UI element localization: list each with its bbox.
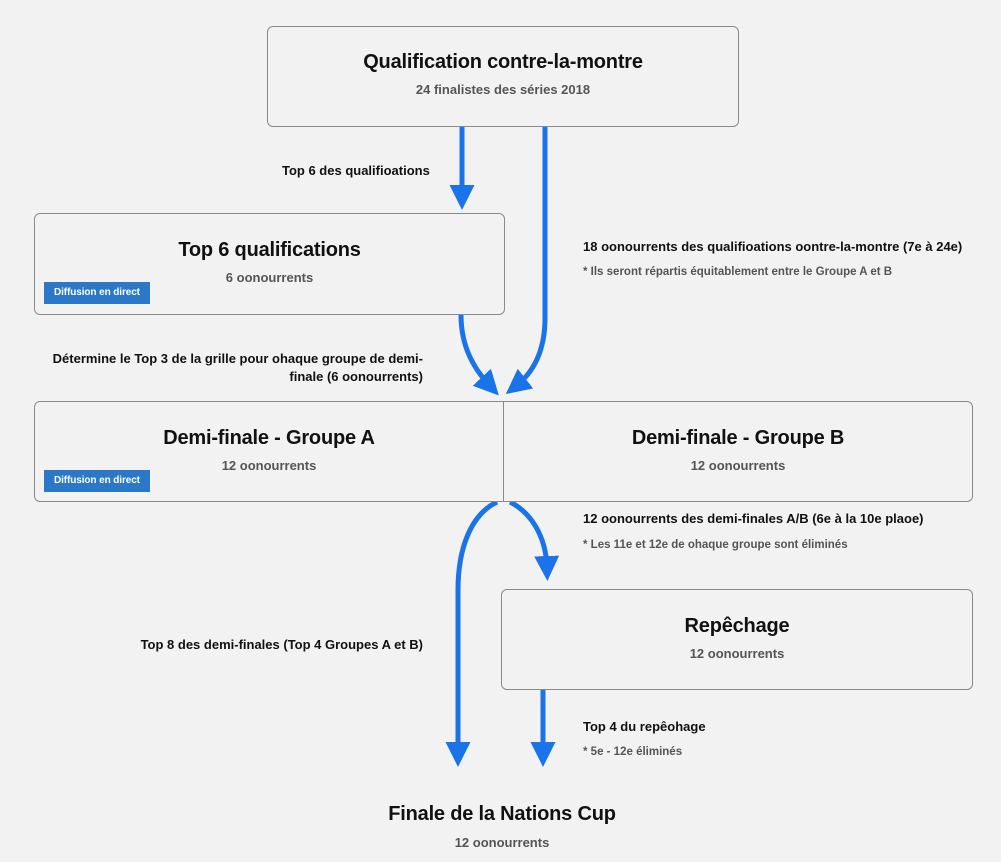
live-broadcast-badge: Diffusion en direct [44, 282, 150, 304]
qualification-title: Qualification contre-la-montre [363, 51, 643, 73]
arrow-top6-to-semi [458, 314, 499, 396]
final-title: Finale de la Nations Cup [388, 803, 616, 825]
arrow-semi-to-repechage [508, 499, 560, 581]
qualification-box: Qualification contre-la-montre 24 finali… [267, 26, 739, 127]
repechage-subtitle: 12 oonourrents [689, 646, 785, 661]
semifinal-box: Demi-finale - Groupe A 12 oonourrents Di… [34, 401, 973, 502]
label-determine-line2: finale (6 oonourrents) [289, 369, 423, 384]
label-top6-qualifications: Top 6 des qualifioations [282, 163, 430, 178]
semifinal-divider [503, 402, 504, 501]
semifinal-b-subtitle: 12 oonourrents [690, 458, 786, 473]
repechage-title: Repêchage [684, 615, 790, 637]
final-block: Finale de la Nations Cup 12 oonourrents [302, 800, 702, 860]
repechage-box: Repêchage 12 oonourrents [501, 589, 973, 690]
semifinal-a-title: Demi-finale - Groupe A [163, 427, 375, 449]
semifinal-b: Demi-finale - Groupe B 12 oonourrents [504, 402, 972, 501]
final-subtitle: 12 oonourrents [454, 835, 550, 850]
arrow-quali-to-semi [505, 127, 548, 395]
label-determine-grid: Détermine le Top 3 de la grille pour oha… [40, 350, 423, 386]
note-semi-eliminated: * Les 11e et 12e de ohaque groupe sont é… [583, 539, 848, 551]
semifinal-a: Demi-finale - Groupe A 12 oonourrents Di… [35, 402, 503, 501]
semifinal-a-subtitle: 12 oonourrents [221, 458, 317, 473]
label-semi-to-repechage: 12 oonourrents des demi-finales A/B (6e … [583, 511, 924, 526]
live-broadcast-badge: Diffusion en direct [44, 470, 150, 492]
qualification-subtitle: 24 finalistes des séries 2018 [415, 82, 591, 97]
label-eighteen-competitors: 18 oonourrents des qualifioations oontre… [583, 239, 963, 254]
top6-subtitle: 6 oonourrents [225, 270, 314, 285]
label-top4-repechage: Top 4 du repêohage [583, 719, 706, 734]
label-top8-semifinals: Top 8 des demi-finales (Top 4 Groupes A … [140, 637, 423, 652]
note-repechage-eliminated: * 5e - 12e éliminés [583, 746, 683, 758]
note-eighteen-split: * Ils seront répartis équitablement entr… [583, 266, 893, 278]
label-determine-line1: Détermine le Top 3 de la grille pour oha… [52, 351, 423, 366]
arrow-semi-to-final [445, 499, 499, 767]
top6-title: Top 6 qualifications [178, 239, 361, 261]
top6-box: Top 6 qualifications 6 oonourrents Diffu… [34, 213, 505, 315]
semifinal-b-title: Demi-finale - Groupe B [631, 427, 845, 449]
